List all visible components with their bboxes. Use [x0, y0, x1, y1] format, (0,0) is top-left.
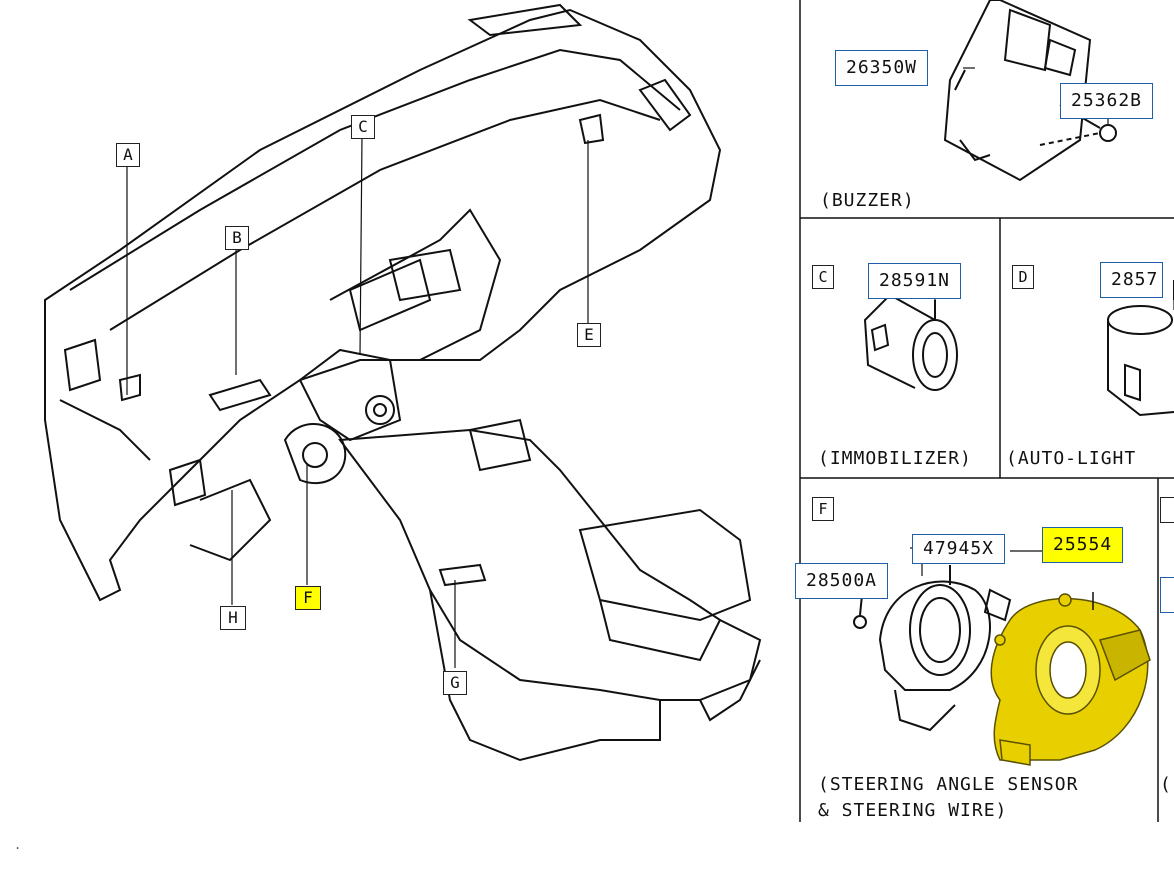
part-number-25362b[interactable]: 25362B	[1060, 83, 1154, 119]
part-number-28591n[interactable]: 28591N	[868, 263, 962, 299]
panel-letter-partial	[1160, 497, 1174, 523]
steering-caption-line1: (STEERING ANGLE SENSOR	[818, 774, 1079, 795]
panel-letter-c: C	[812, 265, 834, 289]
callout-g[interactable]: G	[443, 671, 467, 695]
angle-sensor-drawing	[853, 565, 1012, 732]
callout-e[interactable]: E	[577, 323, 601, 347]
steering-sensor-main	[283, 395, 395, 485]
part-number-2857[interactable]: 2857	[1100, 262, 1164, 298]
buzzer-caption: (BUZZER)	[820, 190, 915, 211]
callout-h[interactable]: H	[220, 606, 246, 630]
panel-grid	[799, 0, 1174, 822]
spiral-cable-drawing	[990, 592, 1151, 766]
autolight-drawing	[1107, 280, 1174, 417]
dashboard-drawing	[44, 3, 722, 602]
callout-f[interactable]: F	[295, 586, 321, 610]
console-drawing	[298, 208, 762, 762]
immobilizer-caption: (IMMOBILIZER)	[818, 448, 972, 469]
callout-a[interactable]: A	[116, 143, 140, 167]
corner-mark: .	[14, 838, 22, 852]
part-number-partial	[1160, 577, 1174, 613]
callout-c[interactable]: C	[351, 115, 375, 139]
panel-letter-f: F	[812, 497, 834, 521]
steering-caption-line2: & STEERING WIRE)	[818, 800, 1008, 821]
callout-b[interactable]: B	[225, 226, 249, 250]
part-number-47945x[interactable]: 47945X	[912, 534, 1006, 564]
immobilizer-drawing	[863, 293, 958, 391]
leader-lines	[126, 136, 589, 668]
autolight-caption: (AUTO-LIGHT	[1006, 448, 1137, 469]
panel-letter-d: D	[1012, 265, 1034, 289]
part-number-26350w[interactable]: 26350W	[835, 50, 929, 86]
right-caption-fragment: ((	[1160, 774, 1174, 795]
part-number-25554[interactable]: 25554	[1042, 527, 1124, 563]
part-number-28500a[interactable]: 28500A	[795, 563, 889, 599]
